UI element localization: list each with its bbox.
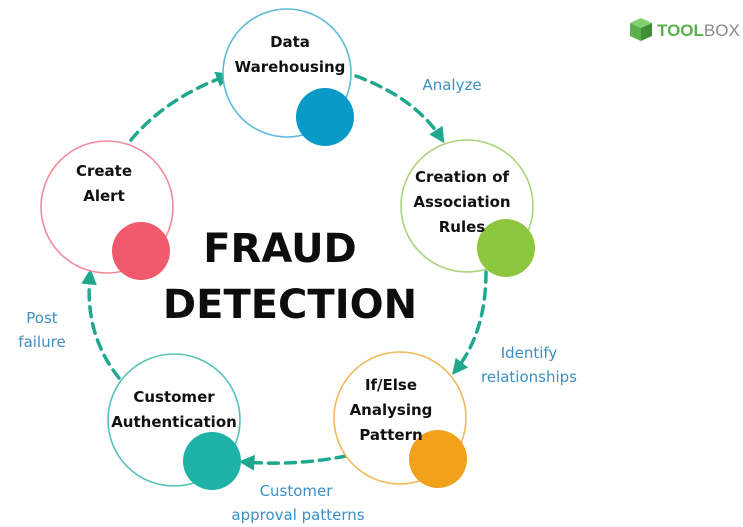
edge-label-customer: Customer bbox=[260, 482, 334, 500]
svg-text:Analyze: Analyze bbox=[422, 76, 481, 94]
node-dot bbox=[477, 219, 535, 277]
logo-text-bold: TOOL bbox=[657, 21, 704, 40]
svg-text:TOOLBOX: TOOLBOX bbox=[657, 21, 740, 40]
arrow-ifelse-to-authentication bbox=[238, 454, 348, 471]
title-line-1: FRAUD bbox=[203, 226, 357, 272]
cube-icon bbox=[630, 18, 652, 41]
node-label-line: If/Else bbox=[365, 376, 417, 394]
logo-text-light: BOX bbox=[704, 21, 740, 40]
node-label-line: Pattern bbox=[359, 426, 422, 444]
edge-label-identify: Identify bbox=[501, 344, 558, 362]
node-label-line: Warehousing bbox=[235, 58, 346, 76]
node-label-line: Authentication bbox=[111, 413, 237, 431]
node-label-line: Analysing bbox=[350, 401, 433, 419]
center-title: FRAUD DETECTION bbox=[163, 226, 417, 328]
arrow-warehousing-to-rules bbox=[354, 74, 445, 144]
arrow-authentication-to-alert bbox=[81, 268, 121, 380]
edge-label-customer: approval patterns bbox=[231, 506, 364, 524]
node-label-line: Association bbox=[413, 193, 510, 211]
node-label-line: Data bbox=[270, 33, 310, 51]
node-label-line: Creation of bbox=[415, 168, 510, 186]
node-dot bbox=[183, 432, 241, 490]
toolbox-logo: TOOLBOX bbox=[630, 18, 740, 41]
edge-labels: Analyze Identify relationships Customer ap… bbox=[18, 76, 577, 524]
node-label-line: Create bbox=[76, 162, 132, 180]
node-label-line: Alert bbox=[83, 187, 125, 205]
node-dot bbox=[409, 430, 467, 488]
node-label-line: Customer bbox=[133, 388, 215, 406]
arrow-alert-to-warehousing bbox=[129, 71, 232, 142]
node-label-line: Rules bbox=[439, 218, 486, 236]
node-dot bbox=[112, 222, 170, 280]
node-dot bbox=[296, 88, 354, 146]
title-line-2: DETECTION bbox=[163, 282, 417, 328]
edge-label-analyze: Analyze bbox=[422, 76, 481, 94]
edge-label-post: failure bbox=[18, 333, 65, 351]
arrow-rules-to-ifelse bbox=[452, 270, 488, 375]
edge-label-post: Post bbox=[26, 309, 58, 327]
edge-label-identify: relationships bbox=[481, 368, 577, 386]
cycle-arrows bbox=[81, 71, 488, 471]
